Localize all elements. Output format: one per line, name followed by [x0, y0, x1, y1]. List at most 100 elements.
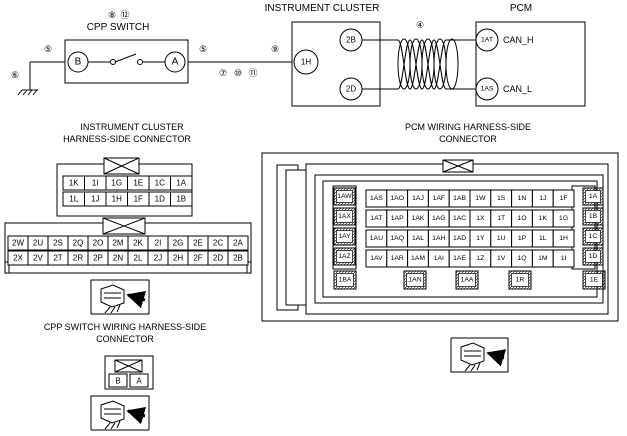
pcm-connector-view-icon: [450, 337, 509, 373]
pcm-grid-pin: 1P: [511, 229, 533, 248]
ic-lower-pin-label: 2S: [53, 239, 63, 248]
ic-lower-pin-label: 2W: [12, 239, 24, 248]
pcm-grid-pin-label: 1Y: [476, 235, 485, 242]
pcm-grid-pin-label: 1AO: [390, 195, 404, 202]
ic-pin-2b-label: 2B: [346, 36, 356, 45]
pcm-grid-pin: 1AT: [365, 209, 388, 228]
pcm-grid-pin: 1AR: [386, 249, 409, 268]
pcm-right-pin-label: 1B: [589, 213, 598, 220]
ic-title: INSTRUMENT CLUSTER: [265, 3, 380, 14]
can-twisted-pair-l: [397, 39, 454, 90]
pcm-grid-pin-label: 1K: [539, 215, 548, 222]
pcm-grid-pin-label: 1W: [475, 195, 486, 202]
pcm-grid-pin: 1F: [552, 189, 575, 208]
pcm-grid-pin: 1U: [490, 229, 513, 248]
ic-lower-pin-label: 2A: [233, 239, 243, 248]
cpp-note-12: ⑫: [120, 10, 129, 20]
pcm-grid-pin-label: 1L: [539, 235, 547, 242]
ic-lower-pin-label: 2F: [193, 254, 202, 263]
ic-lower-pin: 2O: [87, 235, 109, 251]
ic-upper-pin-label: 1E: [133, 179, 143, 188]
ic-lower-pin: 2I: [147, 235, 169, 251]
pcm-grid-pin-label: 1AM: [411, 255, 425, 262]
pcm-grid-pin-label: 1AU: [370, 235, 383, 242]
ic-lower-pin-label: 2P: [93, 254, 103, 263]
ic-lower-pin: 2A: [227, 235, 249, 251]
pcm-left-pin: 1AZ: [333, 247, 356, 266]
pcm-right-pin-label: 1C: [589, 233, 598, 240]
ic-lower-pin-label: 2N: [113, 254, 123, 263]
pcm-grid-pin-label: 1AR: [391, 255, 404, 262]
note-4: ④: [416, 20, 424, 30]
pcm-grid-pin-label: 1O: [517, 215, 526, 222]
ic-lower-pin-label: 2L: [134, 254, 143, 263]
pcm-connector-section: PCM WIRING HARNESS-SIDE CONNECTOR 1AW 1AX…: [261, 122, 619, 373]
pcm-grid-pin-label: 1Q: [517, 255, 526, 262]
ic-lower-pin: 2V: [27, 250, 49, 266]
pcm-left-pin-label: 1AZ: [338, 253, 350, 260]
ic-lower-pin-label: 2H: [173, 254, 183, 263]
ic-upper-pin-label: 1I: [92, 179, 99, 188]
pcm-grid-pin: 1M: [531, 249, 554, 268]
cpp-switch-blade: [114, 53, 137, 63]
pcm-grid-pin: 1AK: [407, 209, 429, 228]
ic-upper-pin: 1L: [62, 191, 85, 207]
ground-symbol: [17, 89, 38, 96]
cpp-connector-view-icon: [90, 395, 150, 431]
can-l-label: CAN_L: [503, 84, 532, 94]
pcm-grid-pin-label: 1AG: [432, 215, 446, 222]
pcm-connector-title-1: PCM WIRING HARNESS-SIDE: [405, 122, 531, 132]
pcm-grid-pin: 1AI: [427, 249, 450, 268]
pcm-bottom-pin: 1R: [508, 270, 532, 290]
ic-upper-pin: 1J: [84, 191, 107, 207]
ic-lower-pin: 2Q: [67, 235, 89, 251]
pcm-grid-pin: 1O: [511, 209, 533, 228]
pcm-grid-pin-label: 1AQ: [390, 235, 404, 242]
pcm-grid-pin-label: 1AV: [370, 255, 383, 262]
ic-lower-pin: 2D: [207, 250, 229, 266]
pcm-bottom-pin-label: 1BA: [339, 277, 352, 284]
ic-upper-pin: 1B: [170, 191, 193, 207]
ic-lower-pin: 2E: [187, 235, 209, 251]
pcm-bottom-pin-label: 1R: [516, 277, 525, 284]
cpp-connector-pin-b: [108, 373, 128, 388]
circuit-section: [17, 21, 586, 107]
ic-lower-pin: 2N: [107, 250, 129, 266]
note-6: ⑥: [11, 70, 19, 80]
pcm-grid-pin: 1J: [531, 189, 554, 208]
pcm-grid-pin: 1T: [490, 209, 513, 228]
ic-lower-pin: 2C: [207, 235, 229, 251]
pcm-grid-pin: 1AP: [386, 209, 409, 228]
pcm-grid-pin: 1L: [531, 229, 554, 248]
pcm-grid-pin: 1AS: [365, 189, 388, 208]
ic-upper-pin-label: 1D: [155, 195, 165, 204]
ic-upper-pin-label: 1A: [176, 179, 186, 188]
ic-upper-pin-label: 1C: [155, 179, 165, 188]
pcm-left-pin-label: 1AW: [337, 193, 352, 200]
note-5-left: ⑤: [44, 44, 52, 54]
ic-lower-pin-label: 2K: [133, 239, 143, 248]
pcm-grid-pin: 1V: [490, 249, 513, 268]
pcm-bottom-pin-label: 1E: [590, 277, 599, 284]
pcm-grid-pin-label: 1AP: [391, 215, 404, 222]
ic-lower-pin-label: 2B: [233, 254, 243, 263]
pcm-grid-pin-label: 1AI: [434, 255, 444, 262]
pcm-bottom-pin-label: 1AN: [408, 277, 421, 284]
ic-lower-pin: 2S: [47, 235, 69, 251]
ic-upper-pin: 1C: [148, 175, 171, 191]
pcm-left-pin: 1AX: [333, 207, 356, 226]
pcm-grid-pin: 1AQ: [386, 229, 409, 248]
ic-connector-title-1: INSTRUMENT CLUSTER: [80, 122, 184, 132]
cpp-pin-a-label: A: [172, 57, 179, 68]
pcm-grid-pin-label: 1AF: [433, 195, 445, 202]
pcm-connector-title-2: CONNECTOR: [439, 134, 497, 144]
pcm-grid-pin: 1AB: [448, 189, 471, 208]
pcm-right-pin: 1C: [582, 227, 604, 246]
pcm-pin-1as-label: 1AS: [481, 86, 494, 93]
ic-upper-pin-label: 1J: [91, 195, 99, 204]
pcm-grid-pin-label: 1V: [497, 255, 506, 262]
twisted-pair-coils: [397, 38, 459, 90]
pcm-grid-pin-label: 1AC: [453, 215, 466, 222]
ic-lower-pin-label: 2I: [155, 239, 162, 248]
